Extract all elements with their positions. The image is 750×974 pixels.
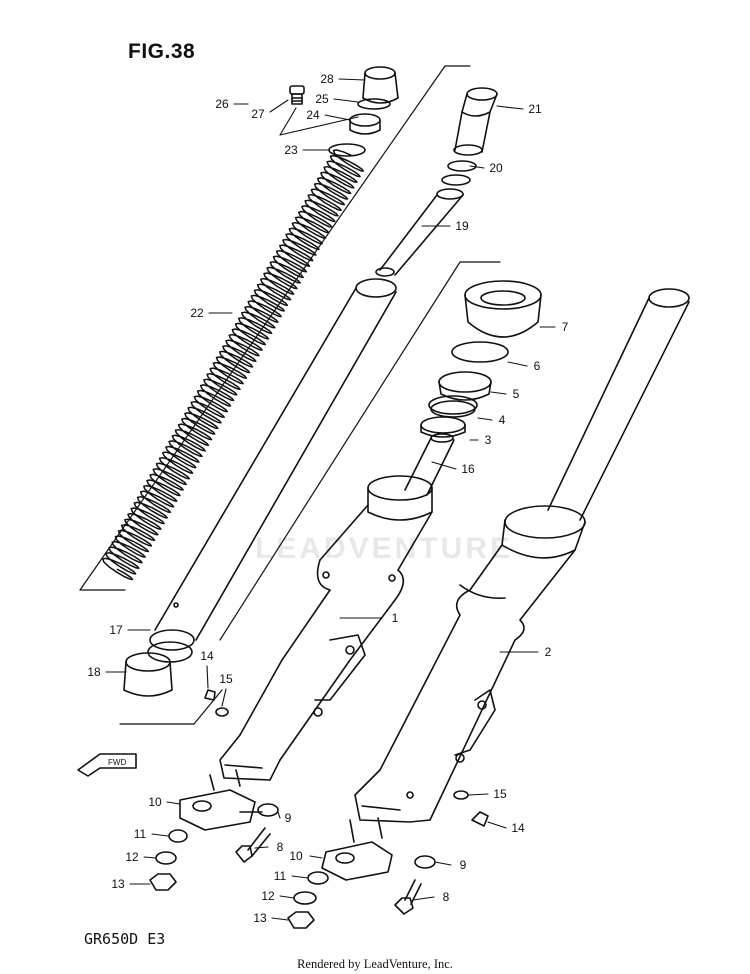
leader-line-12a	[143, 856, 157, 859]
callout-23: 23	[284, 143, 298, 157]
leader-line-4	[477, 417, 493, 421]
leader-line-27	[269, 99, 289, 113]
group-bracket-spring	[79, 65, 471, 591]
callout-13b: 13	[253, 911, 267, 925]
leader-line-15a	[221, 688, 227, 707]
leader-line-15b	[467, 793, 489, 796]
leader-line-6	[507, 361, 528, 367]
leader-line-9b	[434, 861, 452, 866]
outer-tube-right	[354, 505, 586, 823]
callout-8b: 8	[442, 890, 450, 904]
stopper-ring	[451, 341, 509, 363]
callout-21: 21	[528, 102, 542, 116]
callout-19: 19	[455, 219, 469, 233]
callout-1: 1	[391, 611, 399, 625]
spring-seat-24	[349, 113, 381, 135]
callout-7: 7	[561, 320, 569, 334]
callout-16: 16	[461, 462, 475, 476]
callout-9a: 9	[284, 811, 292, 825]
callout-26: 26	[215, 97, 229, 111]
leader-lines	[105, 78, 556, 921]
leader-line-16	[431, 461, 457, 470]
axle-holder-right	[321, 817, 393, 881]
callout-2: 2	[544, 645, 552, 659]
callout-9b: 9	[459, 858, 467, 872]
group-bracket-tube	[119, 261, 501, 725]
leader-line-24	[324, 114, 351, 121]
model-code: GR650D E3	[84, 930, 166, 948]
leader-line-13b	[271, 917, 289, 921]
adjuster-bolt	[289, 85, 305, 105]
leader-line-20	[469, 165, 485, 169]
fwd-arrow-icon: FWD	[77, 753, 137, 777]
callout-4: 4	[498, 413, 506, 427]
leader-line-8a	[254, 846, 269, 849]
callout-20: 20	[489, 161, 503, 175]
leader-line-14a	[206, 665, 209, 689]
o-ring-25	[357, 98, 391, 110]
leader-line-25	[333, 98, 359, 103]
inner-tube-right	[547, 288, 690, 521]
leader-line-11b	[291, 875, 309, 879]
leader-26-27	[279, 107, 359, 136]
callout-17: 17	[109, 623, 123, 637]
leader-line-10a	[166, 801, 181, 805]
leader-line-9a	[277, 811, 281, 819]
callout-24: 24	[306, 108, 320, 122]
guide-metal	[420, 416, 466, 438]
hardware-left	[149, 689, 279, 891]
figure-title: FIG.38	[128, 40, 196, 63]
fork-cap	[362, 66, 399, 104]
callout-11a: 11	[133, 827, 147, 841]
oil-lock-piece	[123, 652, 173, 697]
footer-credit: Rendered by LeadVenture, Inc.	[297, 957, 453, 971]
watermark: LEADVENTURE	[255, 532, 514, 565]
leader-line-12b	[279, 895, 295, 899]
fwd-arrow-label: FWD	[108, 758, 126, 767]
callout-10a: 10	[148, 795, 162, 809]
leader-line-14b	[487, 821, 507, 829]
callout-18: 18	[87, 665, 101, 679]
callout-10b: 10	[289, 849, 303, 863]
leader-line-28	[338, 78, 366, 81]
callout-12b: 12	[261, 889, 275, 903]
leader-line-5	[490, 391, 507, 395]
callout-6: 6	[533, 359, 541, 373]
callout-14b: 14	[511, 821, 525, 835]
callout-12a: 12	[125, 850, 139, 864]
callout-14a: 14	[200, 649, 214, 663]
callout-5: 5	[512, 387, 520, 401]
fork-spring	[101, 149, 365, 581]
slide-metal	[404, 433, 455, 496]
callout-11b: 11	[273, 869, 287, 883]
callout-22: 22	[190, 306, 204, 320]
damper-rod	[375, 87, 498, 277]
callout-3: 3	[484, 433, 492, 447]
axle-holder-left	[179, 769, 263, 831]
leader-line-8b	[412, 896, 435, 901]
leader-line-21	[496, 105, 524, 110]
callout-28: 28	[320, 72, 334, 86]
outer-tube-left	[219, 475, 433, 781]
leader-line-10b	[309, 855, 323, 859]
callout-25: 25	[315, 92, 329, 106]
washer-4	[428, 395, 478, 418]
leader-line-11a	[151, 833, 169, 837]
callout-13a: 13	[111, 877, 125, 891]
callout-8a: 8	[276, 840, 284, 854]
oil-seal	[438, 371, 492, 401]
callout-15a: 15	[219, 672, 233, 686]
callout-15b: 15	[493, 787, 507, 801]
callout-27: 27	[251, 107, 265, 121]
hardware-right	[287, 790, 489, 929]
dust-seal	[464, 280, 542, 338]
